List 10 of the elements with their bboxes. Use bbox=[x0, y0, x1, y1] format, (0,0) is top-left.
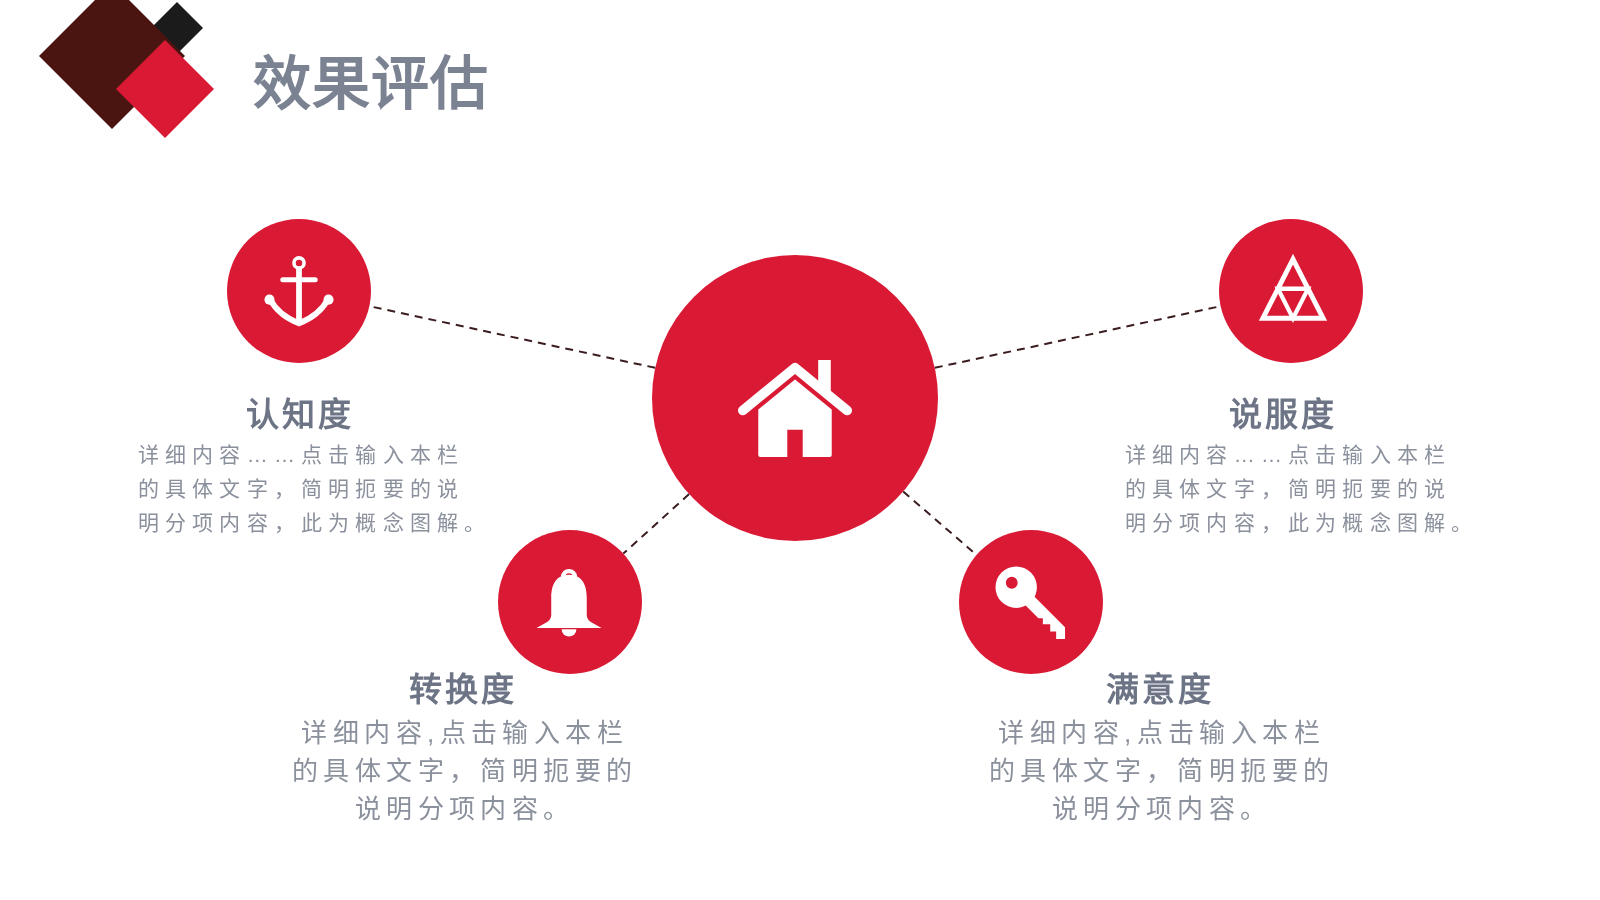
item-description: 详细内容,点击输入本栏的具体文字，简明扼要的说明分项内容。 bbox=[291, 717, 638, 826]
item-heading: 认知度 bbox=[244, 395, 354, 435]
slide-title: 效果评估 bbox=[253, 50, 489, 118]
item-description: 详细内容……点击输入本栏的具体文字，简明扼要的说明分项内容，此为概念图解。 bbox=[136, 442, 493, 536]
item-heading: 说服度 bbox=[1227, 395, 1337, 435]
item-description: 详细内容,点击输入本栏的具体文字，简明扼要的说明分项内容。 bbox=[988, 717, 1335, 826]
item-heading: 转换度 bbox=[407, 670, 517, 710]
dashed-connector bbox=[622, 493, 691, 555]
item-heading: 满意度 bbox=[1104, 670, 1214, 710]
item-description: 详细内容……点击输入本栏的具体文字，简明扼要的说明分项内容，此为概念图解。 bbox=[1123, 442, 1480, 536]
